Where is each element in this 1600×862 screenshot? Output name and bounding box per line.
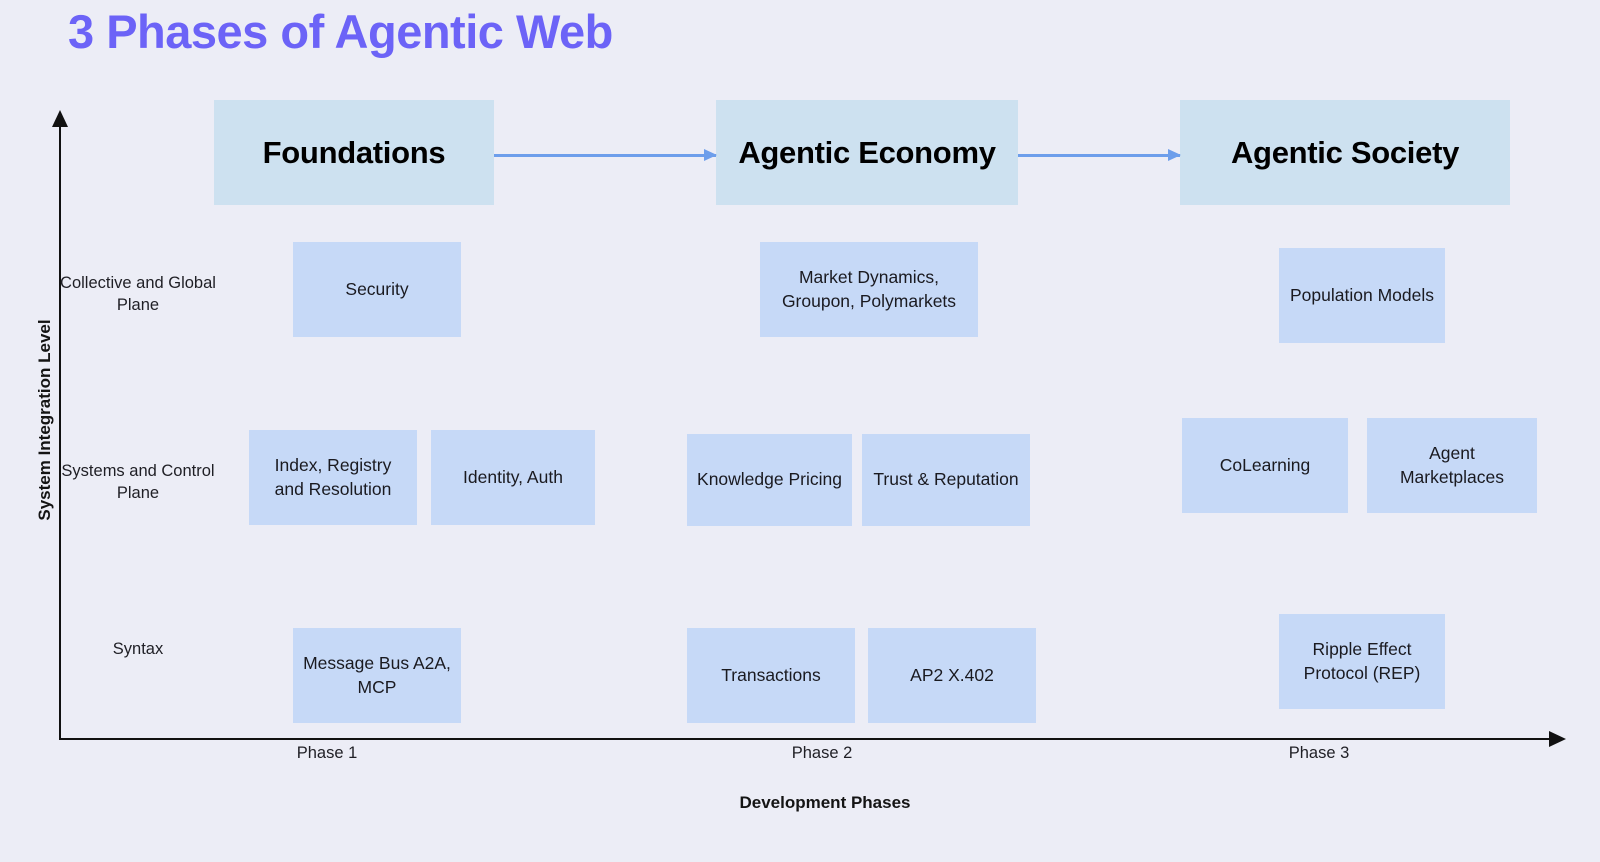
cell-security[interactable]: Security	[293, 242, 461, 337]
y-axis-title: System Integration Level	[35, 319, 54, 521]
row-label-collective-and-global-plane: Collective and Global Plane	[60, 274, 216, 315]
y-axis-arrowhead-icon	[52, 110, 68, 127]
arrow-head-icon	[704, 149, 717, 161]
arrow-shaft	[494, 154, 716, 157]
cell-population-models[interactable]: Population Models	[1279, 248, 1445, 343]
cell-agent-marketplaces[interactable]: Agent Marketplaces	[1367, 418, 1537, 513]
x-axis-arrowhead-icon	[1549, 731, 1566, 747]
y-axis-line	[59, 124, 61, 739]
x-tick-label-phase-2: Phase 2	[791, 744, 853, 762]
flow-arrow-foundations-to-agentic-economy	[494, 149, 717, 161]
phase-header-foundations[interactable]: Foundations	[214, 100, 494, 205]
cell-ap2-x402[interactable]: AP2 X.402	[868, 628, 1036, 723]
cell-knowledge-pricing[interactable]: Knowledge Pricing	[687, 434, 852, 526]
cell-ripple-effect-protocol-rep[interactable]: Ripple Effect Protocol (REP)	[1279, 614, 1445, 709]
cell-message-bus-a2a-mcp[interactable]: Message Bus A2A, MCP	[293, 628, 461, 723]
cell-colearning[interactable]: CoLearning	[1182, 418, 1348, 513]
cell-identity-auth[interactable]: Identity, Auth	[431, 430, 595, 525]
flow-arrow-agentic-economy-to-agentic-society	[1018, 149, 1181, 161]
phase-header-agentic-economy[interactable]: Agentic Economy	[716, 100, 1018, 205]
cell-index-registry-and-resolution[interactable]: Index, Registry and Resolution	[249, 430, 417, 525]
row-label-systems-and-control-plane: Systems and Control Plane	[61, 462, 215, 503]
cell-trust-and-reputation[interactable]: Trust & Reputation	[862, 434, 1030, 526]
page-title: 3 Phases of Agentic Web	[68, 5, 613, 58]
arrow-head-icon	[1168, 149, 1181, 161]
x-axis-line	[59, 738, 1555, 740]
row-label-syntax: Syntax	[112, 640, 164, 658]
cell-transactions[interactable]: Transactions	[687, 628, 855, 723]
arrow-shaft	[1018, 154, 1180, 157]
phase-header-agentic-society[interactable]: Agentic Society	[1180, 100, 1510, 205]
x-tick-label-phase-3: Phase 3	[1288, 744, 1350, 762]
x-axis-title: Development Phases	[739, 793, 911, 812]
cell-market-dynamics-groupon-polymarkets[interactable]: Market Dynamics, Groupon, Polymarkets	[760, 242, 978, 337]
x-tick-label-phase-1: Phase 1	[296, 744, 358, 762]
